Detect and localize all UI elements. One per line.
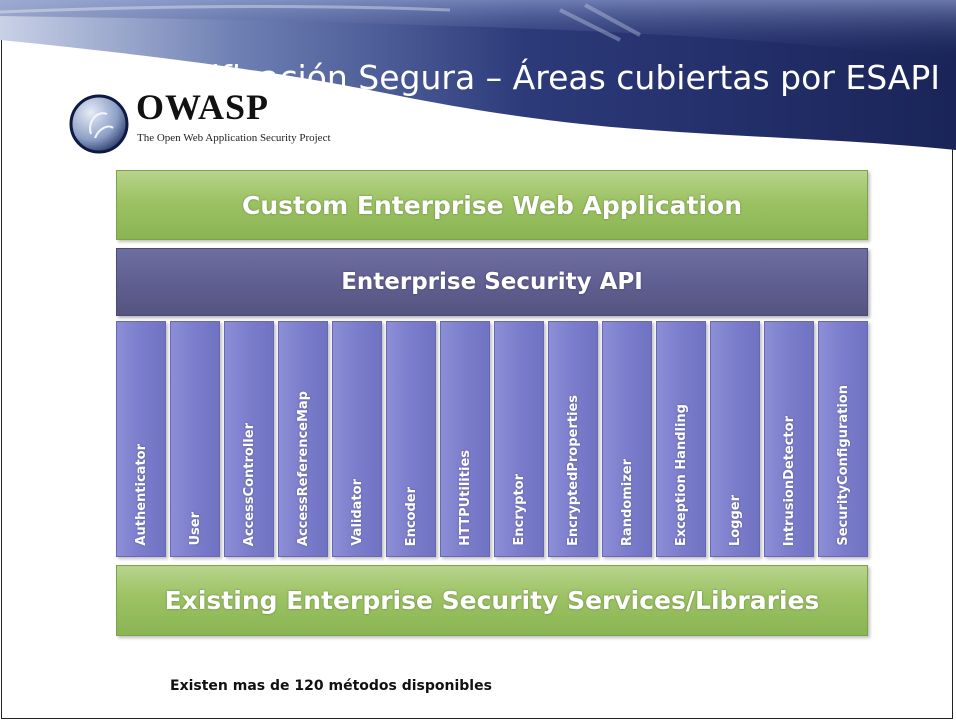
module-label: HTTPUtilities xyxy=(457,450,473,546)
module-access-reference-map: AccessReferenceMap xyxy=(278,321,328,557)
esapi-layer-label: Enterprise Security API xyxy=(341,269,643,295)
module-http-utilities: HTTPUtilities xyxy=(440,321,490,557)
module-label: IntrusionDetector xyxy=(781,415,797,546)
module-encrypted-properties: EncryptedProperties xyxy=(548,321,598,557)
module-label: Encoder xyxy=(403,486,419,546)
module-label: Authenticator xyxy=(133,444,149,546)
owasp-logo-subtitle: The Open Web Application Security Projec… xyxy=(137,132,331,144)
slide-title: Codificación Segura – Áreas cubiertas po… xyxy=(146,58,940,97)
module-intrusion-detector: IntrusionDetector xyxy=(764,321,814,557)
module-exception-handling: Exception Handling xyxy=(656,321,706,557)
module-label: AccessReferenceMap xyxy=(295,390,311,546)
existing-services-layer: Existing Enterprise Security Services/Li… xyxy=(116,565,868,636)
module-user: User xyxy=(170,321,220,557)
esapi-modules: Authenticator User AccessController Acce… xyxy=(116,321,868,557)
esapi-layer: Enterprise Security API xyxy=(116,248,868,316)
module-label: AccessController xyxy=(241,422,257,546)
existing-services-layer-label: Existing Enterprise Security Services/Li… xyxy=(164,586,820,615)
module-encryptor: Encryptor xyxy=(494,321,544,557)
module-label: User xyxy=(187,512,203,546)
module-access-controller: AccessController xyxy=(224,321,274,557)
module-encoder: Encoder xyxy=(386,321,436,557)
header-banner xyxy=(0,0,956,150)
module-label: Randomizer xyxy=(619,458,635,546)
custom-app-layer-label: Custom Enterprise Web Application xyxy=(241,190,743,220)
module-label: EncryptedProperties xyxy=(565,395,581,546)
footer-note: Existen mas de 120 métodos disponibles xyxy=(170,678,492,694)
module-randomizer: Randomizer xyxy=(602,321,652,557)
module-label: Logger xyxy=(727,494,743,546)
owasp-logo-icon xyxy=(69,94,129,154)
module-label: SecurityConfiguration xyxy=(835,385,851,546)
module-security-configuration: SecurityConfiguration xyxy=(818,321,868,557)
module-logger: Logger xyxy=(710,321,760,557)
module-validator: Validator xyxy=(332,321,382,557)
module-label: Encryptor xyxy=(511,474,527,546)
owasp-logo-name: OWASP xyxy=(136,87,270,127)
module-authenticator: Authenticator xyxy=(116,321,166,557)
custom-app-layer: Custom Enterprise Web Application xyxy=(116,170,868,240)
module-label: Validator xyxy=(349,479,365,546)
module-label: Exception Handling xyxy=(673,403,689,546)
